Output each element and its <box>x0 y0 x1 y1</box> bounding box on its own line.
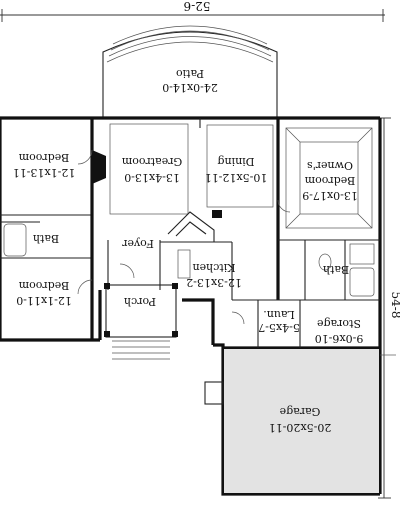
kitchen-size: 12-3x13-2 <box>186 276 242 289</box>
depth-dimension-label: 54-8 <box>389 292 400 319</box>
garage-floor <box>224 349 379 493</box>
room-labels: Greatroom 13-4x13-0 Dining 10-5x12-11 Ow… <box>13 151 364 434</box>
porch-detail <box>104 283 178 360</box>
bedroom-lower-name: Bedroom <box>18 279 69 292</box>
storage-size: 9-0x6-10 <box>315 332 364 345</box>
interior-walls <box>0 118 380 348</box>
patio-name: Patio <box>176 67 204 80</box>
bedroom-lower-size: 12-1x11-0 <box>16 294 72 307</box>
dining-size: 10-5x12-11 <box>205 171 268 184</box>
porch-name: Porch <box>124 295 156 308</box>
owners-bedroom-name-line2: Bedroom <box>304 174 355 187</box>
garage-name: Garage <box>280 405 321 418</box>
bedroom-upper-size: 12-1x13-11 <box>13 166 76 179</box>
fireplace <box>92 150 106 184</box>
doors <box>77 149 291 405</box>
greatroom-name: Greatroom <box>121 155 182 168</box>
bath-fixtures <box>3 223 375 297</box>
kitchen-counters <box>167 210 222 279</box>
bath-right-name: Bath <box>323 263 349 276</box>
laundry-size: 5-4x5-7 <box>258 321 300 334</box>
owners-bedroom-size: 13-0x17-9 <box>302 189 358 202</box>
bedroom-upper-name: Bedroom <box>18 151 69 164</box>
laundry-name: Laun. <box>263 308 295 321</box>
storage-name: Storage <box>317 317 361 330</box>
bath-left-name: Bath <box>33 232 59 245</box>
ceiling-detail <box>109 123 373 229</box>
garage-size: 20-5x20-11 <box>269 421 332 434</box>
greatroom-size: 13-4x13-0 <box>124 171 180 184</box>
dining-name: Dining <box>217 155 254 168</box>
foyer-name: Foyer <box>121 237 153 250</box>
width-dimension-line <box>0 9 385 22</box>
patio-size: 24-0x14-0 <box>162 81 218 94</box>
patio-arch <box>102 25 278 118</box>
kitchen-name: Kitchen <box>193 261 236 274</box>
width-dimension-label: 52-6 <box>184 0 211 13</box>
owners-bedroom-name-line1: Owner's <box>307 159 353 172</box>
